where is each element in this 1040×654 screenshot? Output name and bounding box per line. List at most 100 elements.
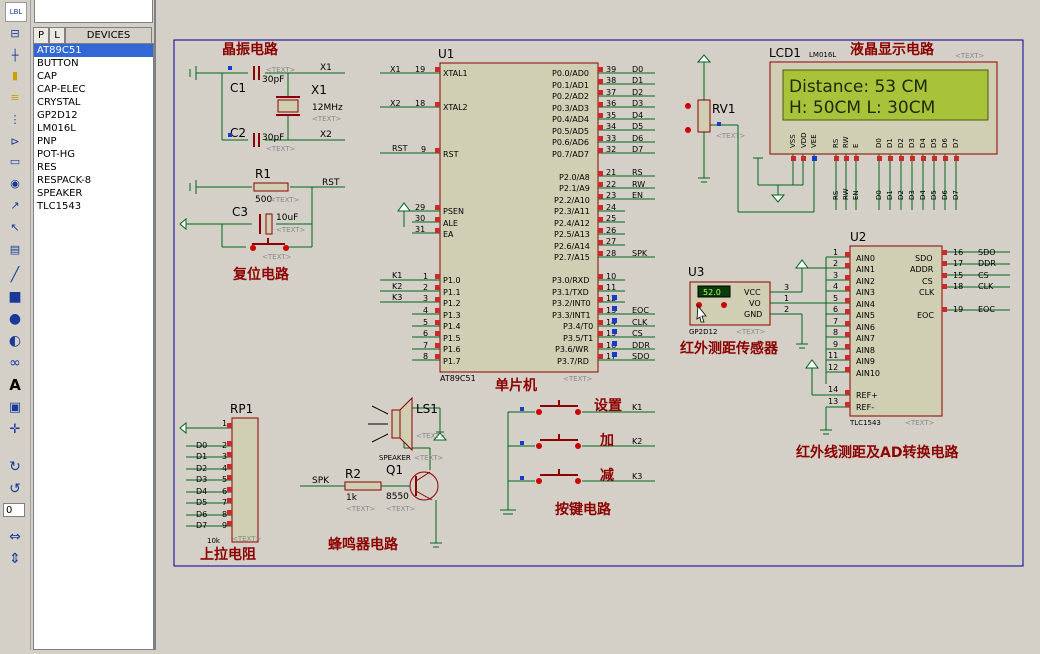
device-list-item[interactable]: SPEAKER: [37, 188, 83, 199]
lcd-part: LM016L: [809, 51, 836, 59]
svg-text:D1: D1: [886, 138, 894, 148]
resistor-pack-rp1[interactable]: [231, 417, 259, 543]
mcu-at89c51[interactable]: [439, 62, 599, 373]
symbol-tool-icon[interactable]: ▣: [8, 399, 22, 415]
sheet-frame: [173, 39, 1024, 567]
svg-text:22: 22: [606, 180, 616, 189]
rotate-ccw-icon[interactable]: ↺: [9, 481, 21, 497]
buzzer-circuit: [300, 407, 448, 548]
device-list-item[interactable]: AT89C51: [34, 44, 153, 57]
svg-text:X1: X1: [311, 83, 327, 97]
svg-text:6: 6: [423, 329, 428, 338]
svg-text:D6: D6: [196, 510, 207, 519]
device-list-item[interactable]: CAP-ELEC: [37, 84, 86, 95]
schematic-canvas[interactable]: 晶振电路 复位电路 液晶显示电路 单片机 红外测距传感器 红外线测距及AD转换电…: [156, 0, 1040, 650]
device-list-item[interactable]: CRYSTAL: [37, 97, 81, 108]
svg-text:21: 21: [606, 168, 616, 177]
line-tool-icon[interactable]: ╱: [10, 267, 20, 283]
library-manager-button[interactable]: L: [49, 27, 65, 44]
potentiometer-rv1[interactable]: [696, 54, 738, 183]
svg-text:CLK: CLK: [919, 288, 935, 297]
generator-icon[interactable]: ◉: [10, 176, 20, 190]
svg-text:P0.5/AD5: P0.5/AD5: [552, 127, 589, 136]
device-list-item[interactable]: PNP: [37, 136, 57, 147]
label-mode-button[interactable]: LBL: [5, 2, 27, 22]
svg-text:<TEXT>: <TEXT>: [266, 145, 296, 153]
rotate-cw-icon[interactable]: ↻: [9, 459, 21, 475]
lcd-screen: [782, 69, 989, 121]
svg-text:P0.6/AD6: P0.6/AD6: [552, 138, 589, 147]
svg-text:SPK: SPK: [632, 249, 648, 258]
device-list-item[interactable]: POT-HG: [37, 149, 75, 160]
svg-text:C2: C2: [230, 126, 246, 140]
svg-text:D0: D0: [875, 190, 883, 200]
svg-text:14: 14: [828, 385, 838, 394]
device-list-item[interactable]: CAP: [37, 71, 57, 82]
marker-tool-icon[interactable]: ✛: [9, 421, 21, 437]
svg-text:R1: R1: [255, 167, 271, 181]
box-tool-icon[interactable]: ■: [8, 289, 22, 305]
svg-text:RP1: RP1: [230, 402, 253, 416]
schematic-svg[interactable]: 晶振电路 复位电路 液晶显示电路 单片机 红外测距传感器 红外线测距及AD转换电…: [156, 0, 1040, 650]
circle-tool-icon[interactable]: ●: [8, 311, 22, 327]
component-icon[interactable]: ▮: [11, 68, 19, 82]
device-list-item[interactable]: RES: [37, 162, 57, 173]
resistor-r1[interactable]: [253, 182, 289, 192]
svg-text:P3.5/T1: P3.5/T1: [563, 334, 593, 343]
svg-text:P1.1: P1.1: [443, 288, 461, 297]
subcircuit-icon[interactable]: ⊳: [10, 134, 20, 148]
probe-icon[interactable]: ↗: [10, 198, 20, 212]
svg-text:D3: D3: [908, 190, 916, 200]
bus-icon[interactable]: ≡: [10, 90, 20, 104]
crystal-x1[interactable]: [277, 99, 299, 113]
graph-icon[interactable]: ▤: [9, 242, 21, 256]
svg-text:36: 36: [606, 99, 616, 108]
svg-text:P2.4/A12: P2.4/A12: [554, 219, 590, 228]
rotation-input[interactable]: 0: [3, 503, 25, 517]
virtual-instrument-icon[interactable]: ↖: [10, 220, 20, 234]
svg-text:1k: 1k: [346, 493, 358, 503]
path-tool-icon[interactable]: ∞: [9, 355, 21, 371]
svg-text:19: 19: [953, 305, 963, 314]
resistor-r2[interactable]: [344, 481, 382, 491]
overview-window[interactable]: [34, 0, 153, 23]
junction-icon[interactable]: ┼: [11, 48, 19, 62]
svg-text:U3: U3: [688, 265, 704, 279]
device-list-item[interactable]: BUTTON: [37, 58, 79, 69]
svg-text:X2: X2: [390, 99, 401, 108]
title-reset: 复位电路: [232, 266, 290, 283]
device-list-item[interactable]: TLC1543: [37, 201, 82, 212]
svg-text:PSEN: PSEN: [443, 207, 464, 216]
terminal-icon[interactable]: ⊟: [10, 26, 20, 40]
devices-tab[interactable]: DEVICES: [65, 27, 152, 44]
arc-tool-icon[interactable]: ◐: [8, 333, 22, 349]
tape-icon[interactable]: ▭: [9, 154, 21, 168]
svg-text:P0.3/AD3: P0.3/AD3: [552, 104, 589, 113]
title-crystal: 晶振电路: [222, 41, 279, 58]
svg-text:16: 16: [606, 341, 616, 350]
svg-text:SDO: SDO: [915, 254, 933, 263]
svg-text:29: 29: [415, 203, 425, 212]
svg-text:3: 3: [784, 283, 789, 292]
text-tool-icon[interactable]: A: [9, 376, 21, 394]
device-list-item[interactable]: LM016L: [37, 123, 76, 134]
svg-text:31: 31: [415, 225, 425, 234]
svg-text:12: 12: [606, 294, 616, 303]
svg-text:E: E: [852, 144, 860, 148]
mirror-horizontal-icon[interactable]: ⇔: [9, 529, 21, 545]
svg-text:P2.7/A15: P2.7/A15: [554, 253, 590, 262]
speaker-ls1[interactable]: [391, 409, 401, 439]
mirror-vertical-icon[interactable]: ⇕: [9, 551, 21, 567]
adc-tlc1543[interactable]: [849, 245, 943, 417]
svg-text:25: 25: [606, 214, 616, 223]
svg-text:<TEXT>: <TEXT>: [414, 454, 444, 462]
transistor-q1[interactable]: [409, 471, 439, 501]
svg-text:RV1: RV1: [712, 102, 736, 116]
svg-text:D3: D3: [632, 99, 643, 108]
pick-devices-button[interactable]: P: [33, 27, 49, 44]
device-list-item[interactable]: GP2D12: [37, 110, 78, 121]
wire-label-icon[interactable]: ⋮: [9, 112, 21, 126]
device-list-item[interactable]: RESPACK-8: [37, 175, 92, 186]
svg-text:XTAL1: XTAL1: [443, 69, 468, 78]
